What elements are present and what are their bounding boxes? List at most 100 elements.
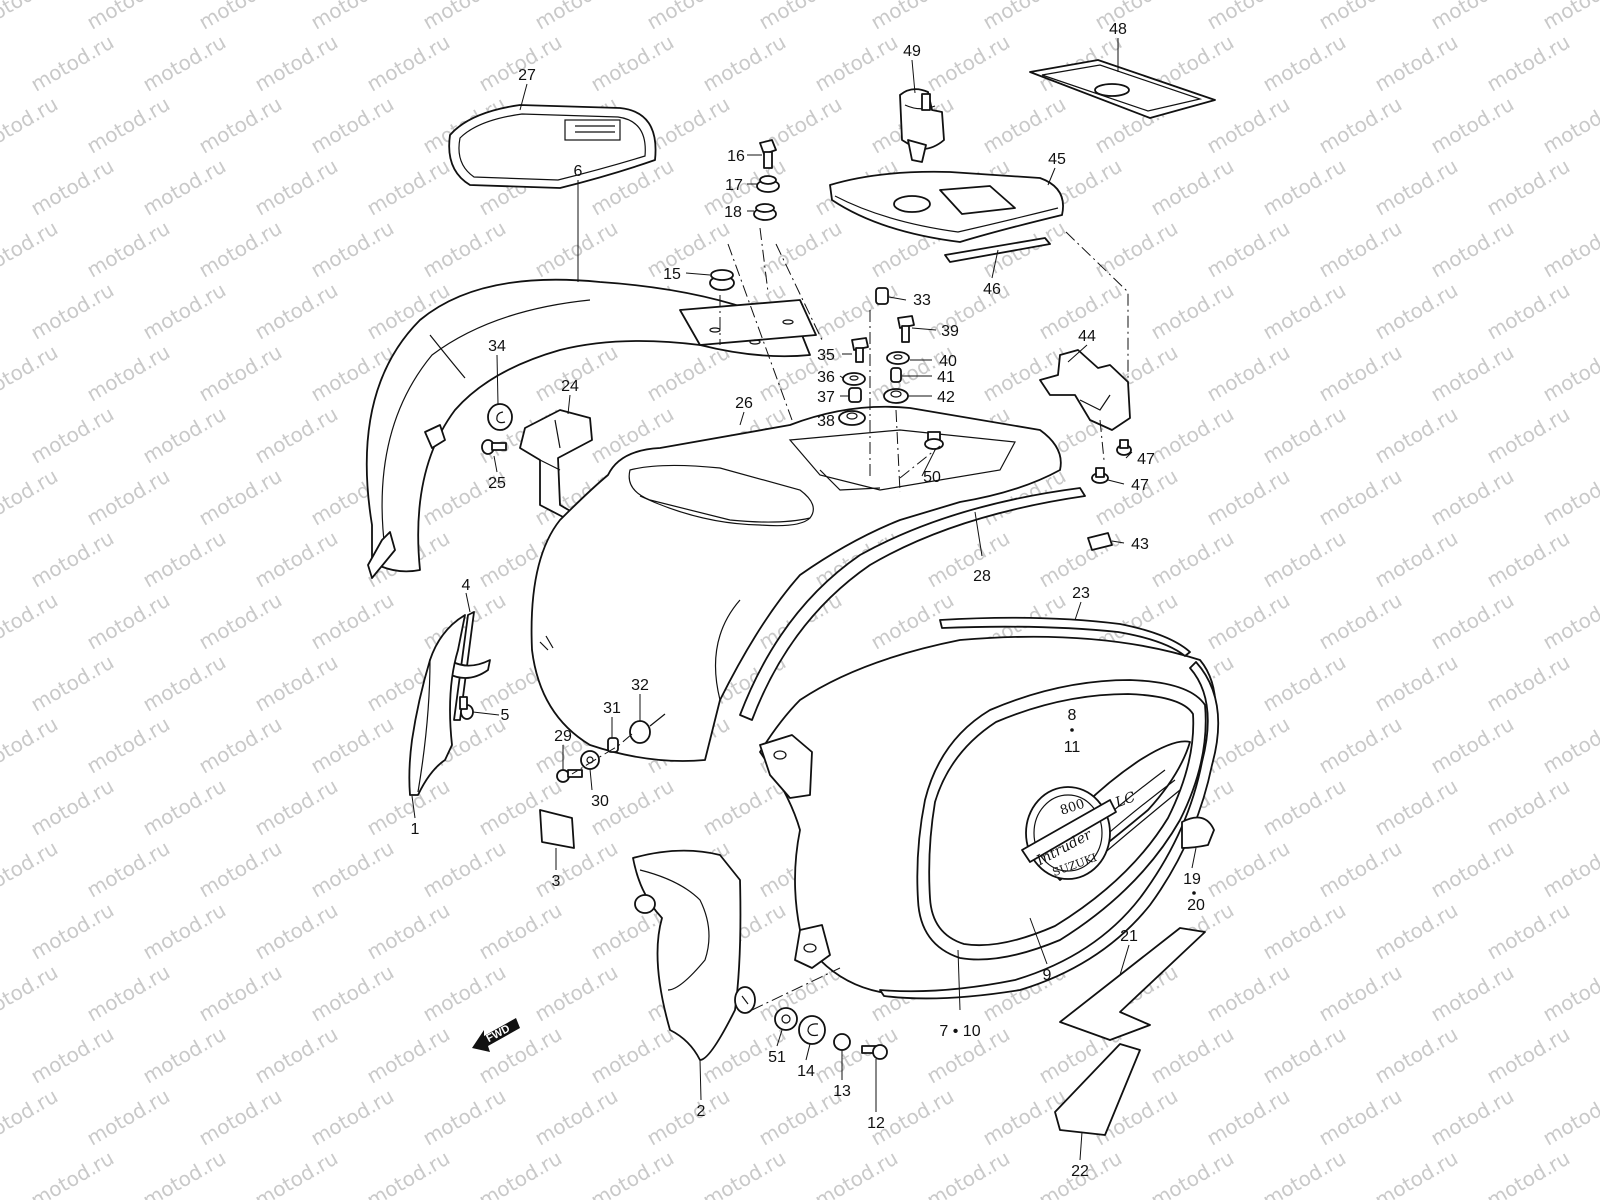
watermark-text: motod.ru [1259,1022,1350,1089]
part-3-reflector [539,809,575,849]
watermark-text: motod.ru [0,92,62,159]
watermark-text: motod.ru [755,0,846,34]
leader-lines [411,38,1197,1161]
watermark-text: motod.ru [195,960,286,1027]
label-44: 44 [1078,328,1096,345]
label-12: 12 [867,1115,885,1132]
watermark-text: motod.ru [27,898,118,965]
watermark-text: motod.ru [419,960,510,1027]
watermark-text: motod.ru [83,1084,174,1151]
label-25: 25 [488,475,506,492]
label-21: 21 [1120,928,1138,945]
label-43: 43 [1131,536,1149,553]
watermark-text: motod.ru [1539,464,1600,531]
watermark-text: motod.ru [1483,402,1574,469]
watermark-text: motod.ru [139,154,230,221]
part-28-molding [739,487,1086,721]
watermark-text: motod.ru [139,1022,230,1089]
watermark-text: motod.ru [1427,340,1518,407]
watermark-text: motod.ru [1427,836,1518,903]
watermark-text: motod.ru [699,30,790,97]
watermark-text: motod.ru [251,526,342,593]
part-x-grommet [734,986,756,1014]
watermark-text: motod.ru [83,588,174,655]
watermark-text: motod.ru [251,402,342,469]
label-41: 41 [937,369,955,386]
watermark-text: motod.ru [1203,216,1294,283]
fwd-label: FWD [484,1023,512,1045]
watermark-text: motod.ru [1483,1022,1574,1089]
watermark-text: motod.ru [27,402,118,469]
watermark-text: motod.ru [1595,154,1600,221]
emblem-engine-text: 800 [1058,797,1086,819]
watermark-text: motod.ru [83,340,174,407]
watermark-text: motod.ru [699,774,790,841]
watermark-text: motod.ru [195,712,286,779]
watermark-text: motod.ru [139,1146,230,1200]
watermark-text: motod.ru [1315,92,1406,159]
label-15: 15 [663,266,681,283]
watermark-text: motod.ru [307,836,398,903]
part-5-bolt [459,696,474,720]
label-27: 27 [518,67,536,84]
watermark-text: motod.ru [1091,0,1182,34]
watermark-text: motod.ru [1483,154,1574,221]
watermark-text: motod.ru [1539,712,1600,779]
watermark-text: motod.ru [1315,0,1406,34]
watermark-text: motod.ru [475,898,566,965]
watermark-text: motod.ru [363,774,454,841]
part-18-bushing [753,203,777,221]
watermark-text: motod.ru [27,1022,118,1089]
part-38-washer [838,410,866,426]
watermark-text: motod.ru [1371,1022,1462,1089]
part-19-20-piece [1181,816,1215,849]
watermark-text: motod.ru [923,1146,1014,1200]
label-28: 28 [973,568,991,585]
watermark-text: motod.ru [1483,526,1574,593]
watermark-text: motod.ru [1203,1084,1294,1151]
label-29: 29 [554,728,572,745]
watermark-text: motod.ru [1483,30,1574,97]
label-38: 38 [817,413,835,430]
watermark-text: motod.ru [1315,588,1406,655]
watermark-text: motod.ru [1539,340,1600,407]
watermark-text: motod.ru [531,216,622,283]
watermark-text: motod.ru [195,464,286,531]
label-42: 42 [937,389,955,406]
watermark-text: motod.ru [363,1022,454,1089]
watermark-text: motod.ru [1371,650,1462,717]
part-40-washer [886,351,910,365]
watermark-text: motod.ru [1315,1084,1406,1151]
watermark-text: motod.ru [0,836,62,903]
watermark-text: motod.ru [1371,278,1462,345]
watermark-text: motod.ru [811,30,902,97]
part-31-collar [607,737,619,753]
watermark-text: motod.ru [1483,898,1574,965]
part-34-bushing [487,403,513,431]
watermark-text: motod.ru [1595,30,1600,97]
watermark-text: motod.ru [307,588,398,655]
watermark-text: motod.ru [867,0,958,34]
label-separator-dots [1070,728,1196,895]
alignment-lines [571,227,1129,1011]
watermark-text: motod.ru [27,154,118,221]
watermark-text: motod.ru [1371,154,1462,221]
watermark-text: motod.ru [251,774,342,841]
watermark-text: motod.ru [27,30,118,97]
watermark-text: motod.ru [1203,464,1294,531]
watermark-text: motod.ru [1259,154,1350,221]
watermark-text: motod.ru [1315,960,1406,1027]
watermark-text: motod.ru [531,836,622,903]
part-43-clip [1087,532,1113,551]
part-13-collar [833,1033,851,1051]
watermark-text: motod.ru [195,340,286,407]
watermark-text: motod.ru [923,526,1014,593]
label-49: 49 [903,43,921,60]
label-22: 22 [1071,1163,1089,1180]
label-47-lower: 47 [1131,477,1149,494]
label-16: 16 [727,148,745,165]
watermark-text: motod.ru [1259,526,1350,593]
part-33-collar [875,287,889,305]
watermark-text: motod.ru [251,898,342,965]
